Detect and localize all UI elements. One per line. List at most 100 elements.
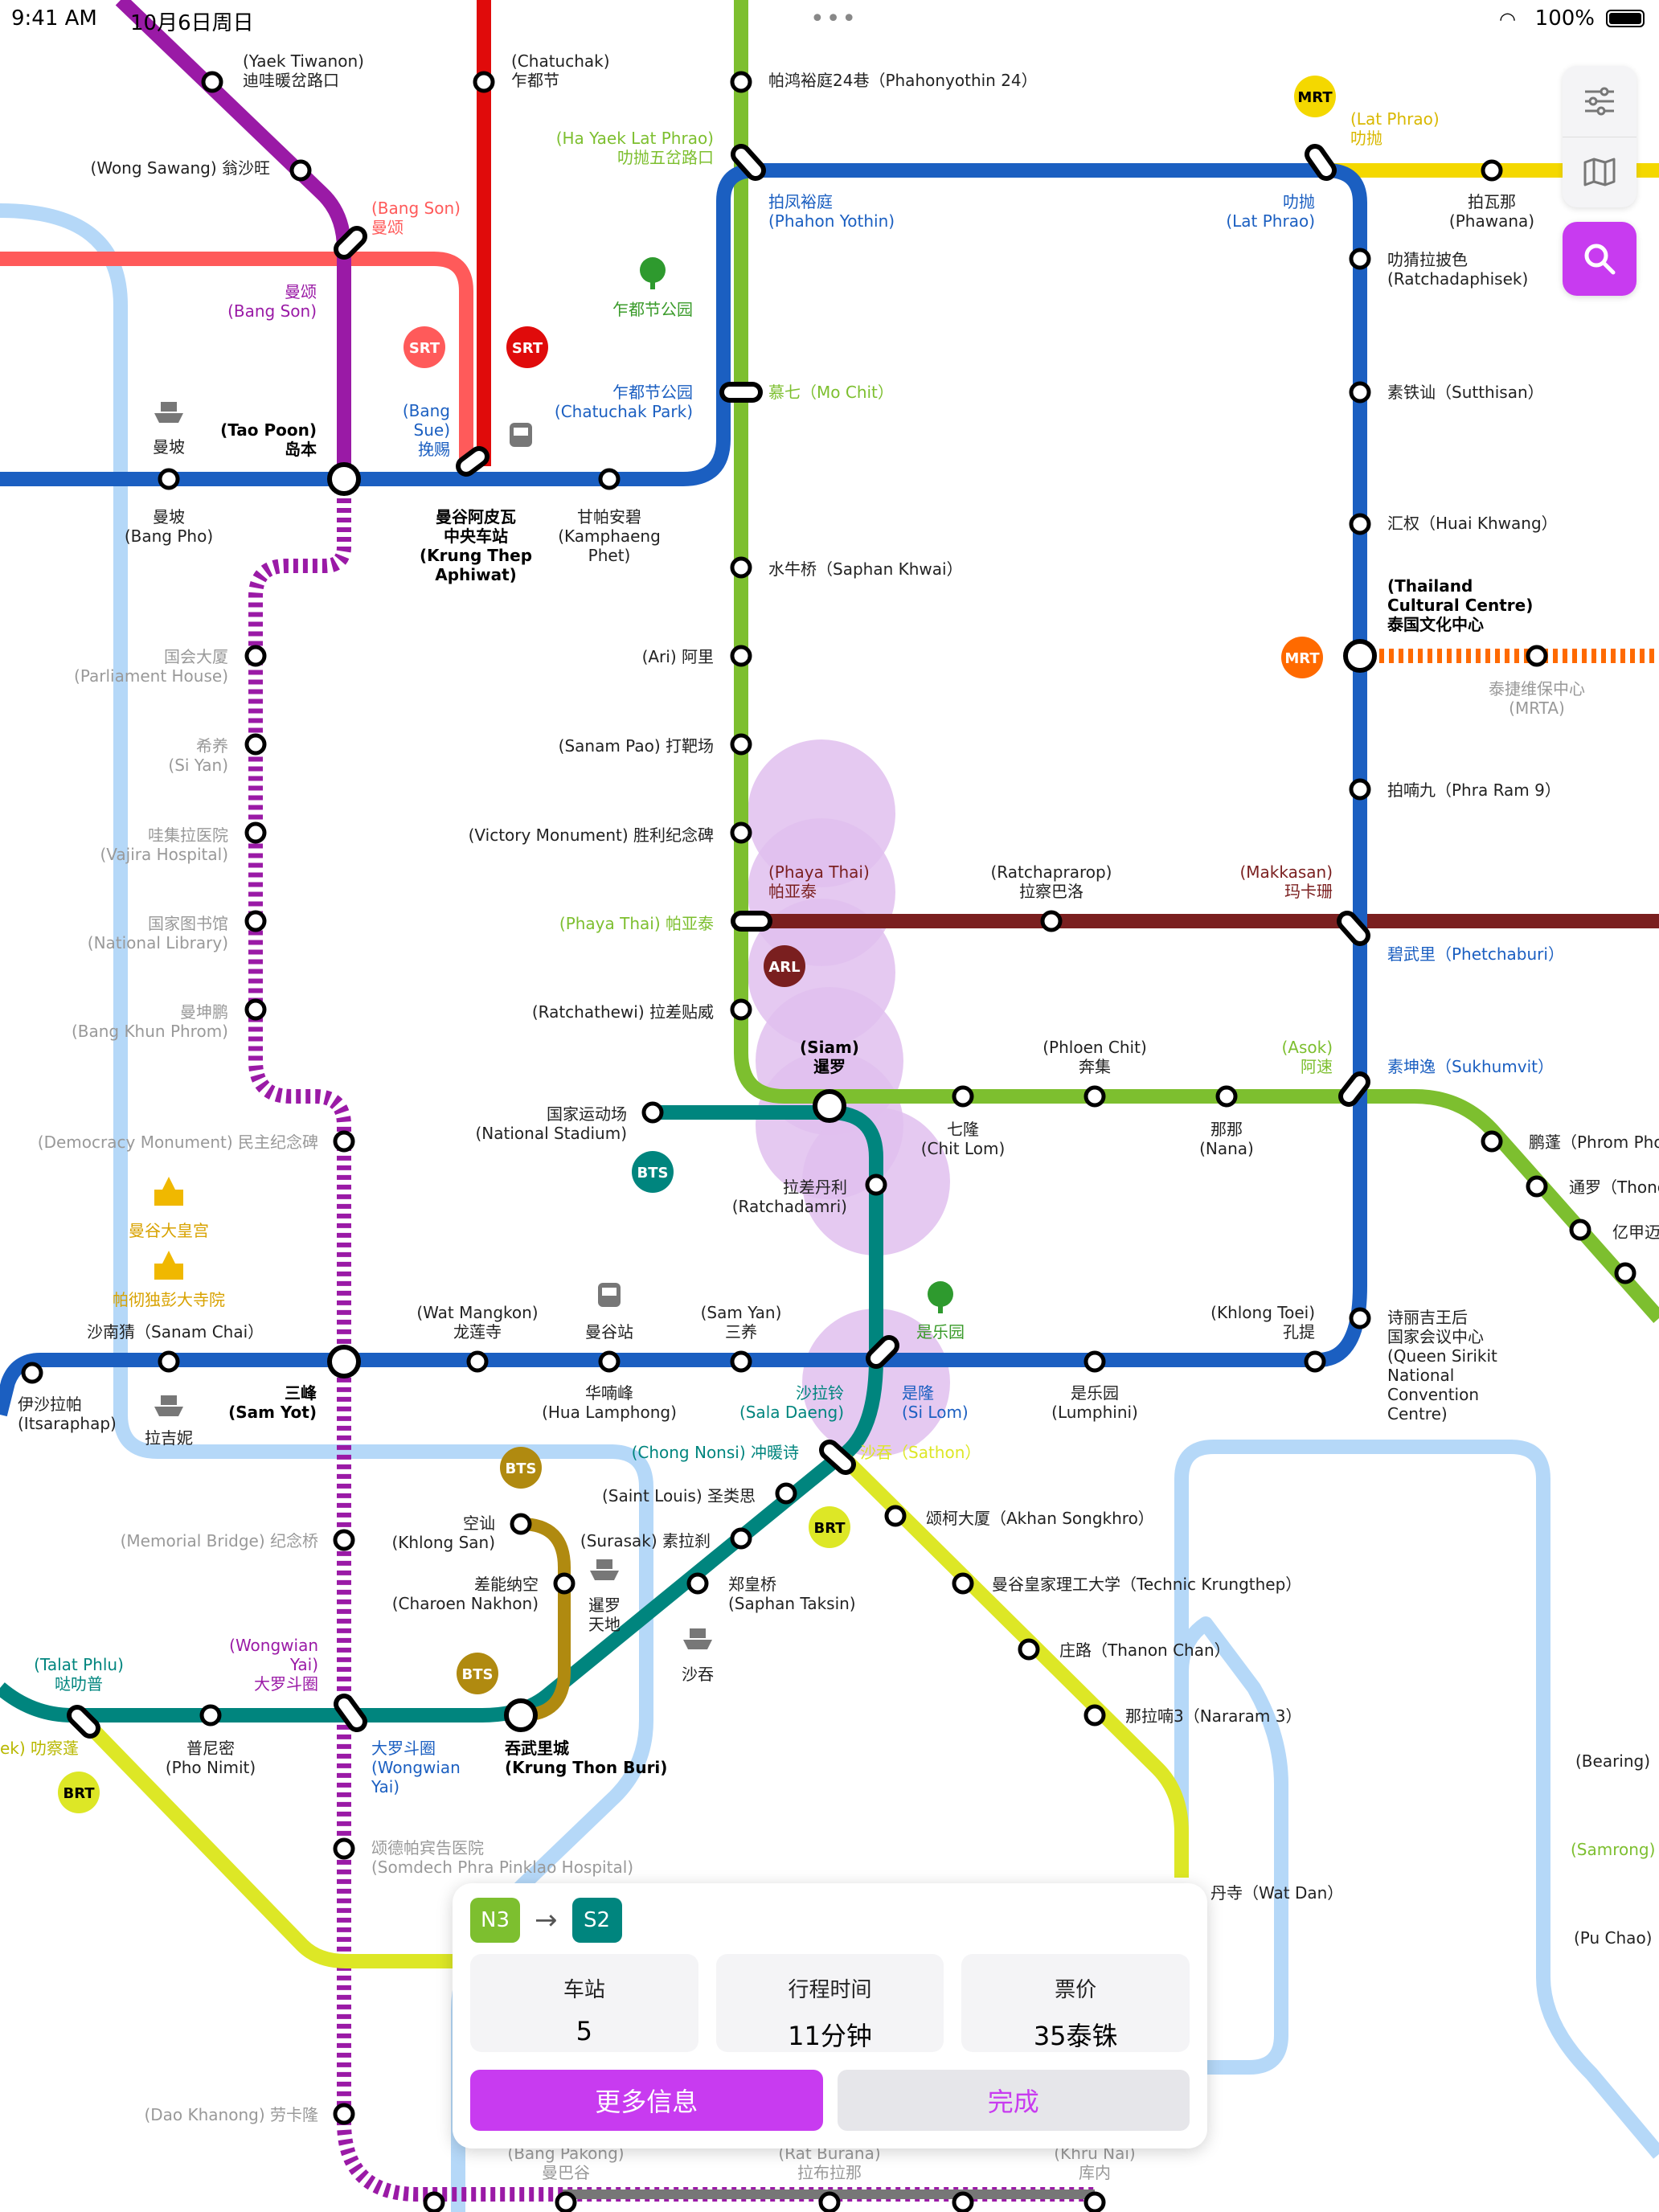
origin-station-badge[interactable]: N3 [470, 1898, 520, 1943]
pink-line [0, 252, 473, 474]
station [952, 2191, 974, 2212]
line-badge [506, 326, 548, 368]
station-label: (Democracy Monument) 民主纪念碑 [38, 1133, 318, 1152]
station-label: 沙拉铃 [796, 1383, 844, 1403]
station-label: 颂柯大厦（Akhan Songkhro） [926, 1509, 1154, 1528]
interchange [461, 451, 485, 472]
interchange [338, 1698, 363, 1727]
stations[interactable] [21, 71, 1636, 2212]
station-label: 曼谷大皇宫 [129, 1221, 209, 1240]
station [1481, 1130, 1503, 1153]
multitask-dots-icon[interactable]: ••• [810, 5, 858, 33]
destination-station-badge[interactable]: S2 [571, 1898, 622, 1943]
station-label: 是乐园 [1071, 1383, 1119, 1403]
station [884, 1505, 907, 1527]
station [1083, 1085, 1106, 1108]
station [1526, 645, 1548, 667]
station-label: ek) 叻察蓬 [0, 1739, 79, 1758]
sukhumvit-line [734, 0, 1659, 1323]
train-icon [602, 1288, 616, 1296]
station [1083, 1704, 1106, 1727]
card-actions: 更多信息 完成 [470, 2070, 1190, 2131]
travel-time-value: 11分钟 [788, 2021, 872, 2051]
station-label: (Bang [403, 401, 450, 420]
station [423, 2191, 445, 2212]
travel-time-label: 行程时间 [788, 1978, 872, 2002]
station-label: (Wat Mangkon) [416, 1303, 538, 1322]
station-label: (Yaek Tiwanon) [243, 51, 364, 71]
interchange [1343, 1076, 1366, 1102]
station-label: (Charoen Nakhon) [392, 1594, 539, 1613]
station-label: 帕亚泰 [768, 882, 817, 901]
station [555, 2191, 577, 2212]
station-label: (Ari) 阿里 [642, 647, 714, 666]
station-label: (Hua Lamphong) [542, 1403, 677, 1422]
station [641, 1101, 664, 1124]
search-button[interactable] [1563, 222, 1636, 296]
station-label: 哒叻普 [55, 1674, 103, 1694]
station-label: 乍都节 [511, 71, 559, 90]
line-badge-label: SRT [409, 340, 440, 357]
station-label: (Saphan Taksin) [728, 1594, 856, 1613]
station-label: 水牛桥（Saphan Khwai） [768, 559, 963, 579]
travel-time-stat: 行程时间 11分钟 [715, 1954, 944, 2052]
station-label: 华喃峰 [585, 1383, 633, 1403]
station [21, 1362, 43, 1384]
station [730, 71, 752, 93]
station [244, 998, 267, 1021]
station-label: 暹罗 [813, 1057, 846, 1076]
station-label: (Chatuchak Park) [555, 402, 693, 421]
line-badge [500, 1447, 542, 1489]
station-label: (Chong Nonsi) 冲暖诗 [632, 1443, 799, 1462]
filter-button[interactable] [1563, 66, 1636, 137]
station [730, 1527, 752, 1550]
station-label: 国会大厦 [164, 647, 228, 666]
line-badge [403, 326, 445, 368]
station-label: National [1387, 1366, 1454, 1385]
station-label: 哇集拉医院 [148, 825, 228, 845]
boat-icon [154, 402, 183, 423]
station-label: (Phloen Chit) [1043, 1038, 1147, 1057]
station-label: 是隆 [902, 1383, 934, 1403]
major-station [813, 1089, 846, 1123]
station-label: (Wong Sawang) 翁沙旺 [91, 158, 270, 178]
station-label: (Samrong) [1571, 1840, 1655, 1859]
map-button[interactable] [1563, 137, 1636, 207]
station-label: 拍喃九（Phra Ram 9） [1387, 780, 1561, 800]
station [730, 733, 752, 756]
station-label: 曼谷皇家理工大学（Technic Krungthep） [992, 1575, 1301, 1594]
station-label: 拉察巴洛 [1019, 882, 1083, 901]
stations-value: 5 [576, 2016, 593, 2046]
station [333, 1130, 355, 1153]
station-label: (Kamphaeng [558, 526, 661, 546]
more-info-button[interactable]: 更多信息 [470, 2070, 823, 2131]
done-button[interactable]: 完成 [837, 2070, 1190, 2131]
station [244, 645, 267, 667]
station [1481, 159, 1503, 182]
station [1083, 1350, 1106, 1373]
station-label: 差能纳空 [474, 1575, 539, 1594]
station-label: 曼坡 [153, 507, 185, 526]
station-label: Sue) [414, 420, 450, 440]
route-header: N3 → S2 [470, 1898, 622, 1943]
station-label: 曼谷站 [585, 1322, 633, 1342]
station-label: 叻猜拉披色 [1387, 250, 1468, 269]
station-label: 沙南猜（Sanam Chai） [87, 1322, 264, 1342]
station-label: (Somdech Phra Pinklao Hospital) [371, 1858, 633, 1877]
station [1349, 513, 1371, 535]
fare-value: 35泰铢 [1033, 2021, 1118, 2051]
interchange [338, 231, 363, 255]
station [333, 1837, 355, 1860]
arrow-right-icon: → [535, 1904, 558, 1936]
stations-stat: 车站 5 [470, 1954, 698, 2052]
station-label: 鹏蓬（Phrom Phong） [1529, 1133, 1659, 1152]
station [952, 1085, 974, 1108]
line-badge [58, 1772, 100, 1813]
poi-icons [154, 257, 953, 1649]
station-label: (Sanam Pao) 打靶场 [559, 736, 714, 756]
station-label: 乍都节公园 [612, 300, 693, 319]
major-station [1343, 639, 1377, 673]
station [1349, 381, 1371, 403]
line-badge-label: BTS [506, 1460, 537, 1477]
